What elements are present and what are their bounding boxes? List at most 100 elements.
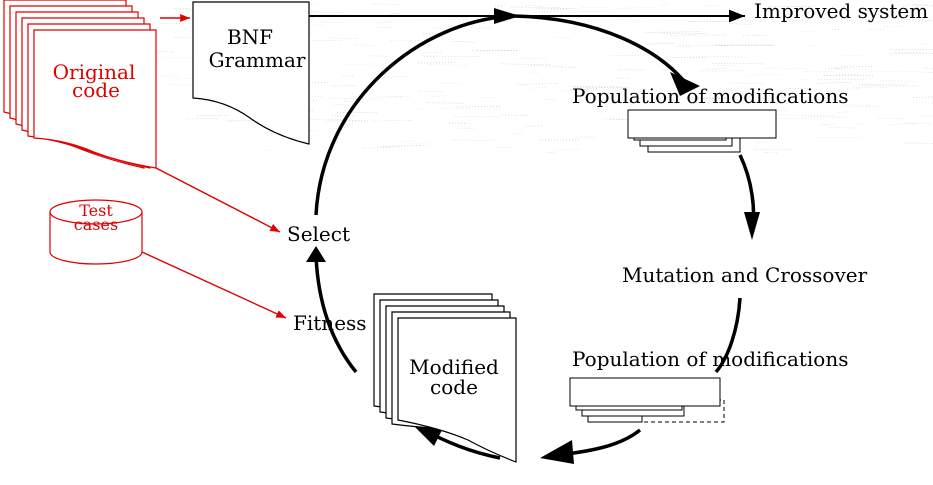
population-top-label: Population of modifications	[572, 84, 849, 108]
streak	[763, 68, 807, 70]
streak	[876, 8, 927, 11]
streak	[858, 83, 909, 85]
streak	[510, 6, 562, 9]
mutation-crossover-label: Mutation and Crossover	[622, 263, 868, 287]
modified-code-label-line2: code	[430, 375, 478, 399]
streak	[378, 21, 393, 23]
streak	[517, 83, 560, 85]
population-bottom-label: Population of modifications	[572, 347, 849, 371]
cycle-arrowheads	[306, 72, 760, 464]
streak	[928, 5, 933, 7]
streak	[831, 28, 841, 31]
streak	[674, 45, 691, 48]
streak	[516, 57, 546, 60]
streak	[361, 91, 370, 93]
streak	[571, 10, 603, 13]
streak	[558, 148, 581, 151]
test-cases-cylinder	[49, 199, 143, 265]
streak	[706, 98, 727, 100]
streak	[692, 56, 745, 58]
select-label: Select	[287, 222, 350, 246]
streak	[785, 87, 809, 90]
streak	[885, 16, 912, 18]
streak	[746, 74, 781, 76]
streak	[186, 118, 219, 120]
streak	[917, 43, 929, 45]
streak	[903, 123, 933, 125]
streak	[701, 5, 722, 7]
streak	[451, 139, 494, 141]
streak	[660, 4, 670, 6]
streak	[526, 5, 543, 7]
streak	[329, 127, 346, 129]
streak	[706, 68, 728, 70]
streak	[409, 143, 437, 145]
streak	[839, 105, 884, 108]
streak	[540, 98, 557, 100]
streak	[424, 56, 437, 58]
streak	[811, 116, 849, 118]
streak	[561, 66, 577, 69]
population-top-stack	[627, 109, 777, 153]
streak	[415, 108, 425, 110]
streak	[786, 19, 810, 21]
original-to-select-arrow	[155, 167, 281, 233]
streak	[780, 114, 836, 117]
streak	[679, 44, 728, 46]
streak	[887, 123, 917, 125]
streak	[835, 67, 847, 69]
streak	[448, 122, 471, 125]
streak	[425, 51, 442, 54]
streak	[741, 101, 757, 103]
streak	[446, 16, 481, 18]
streak	[502, 114, 528, 116]
streak	[382, 145, 421, 147]
streak	[879, 80, 918, 82]
streak	[329, 97, 382, 100]
streak	[452, 41, 477, 43]
modified-code-label-line1: Modified	[409, 355, 499, 379]
original-code-label-line2: code	[72, 78, 120, 102]
streak	[551, 8, 579, 10]
streak	[610, 54, 650, 57]
streak	[418, 90, 444, 92]
streak	[532, 87, 547, 89]
streak	[616, 19, 628, 21]
streak	[556, 37, 570, 39]
streak	[166, 84, 216, 86]
streak	[847, 88, 860, 90]
streak	[729, 23, 752, 25]
streak	[618, 7, 658, 9]
streak	[852, 86, 887, 88]
streak	[424, 55, 482, 57]
bnf-grammar-page	[192, 1, 310, 145]
streak	[645, 31, 702, 33]
streak	[820, 123, 834, 126]
streak	[263, 149, 276, 151]
streak	[353, 44, 376, 46]
streak	[321, 21, 344, 24]
streak	[384, 76, 408, 78]
streak	[371, 120, 413, 122]
test-cases-label-line2: cases	[74, 215, 118, 234]
streak	[428, 64, 470, 66]
streak	[668, 20, 725, 22]
streak	[830, 127, 858, 129]
streak	[755, 141, 768, 143]
streak	[331, 114, 355, 117]
streak	[371, 3, 402, 5]
original-code-label-line1: Original	[53, 60, 136, 84]
streak	[325, 120, 369, 122]
streak	[306, 81, 330, 84]
test-cases-label-line1: Test	[79, 201, 113, 220]
streak	[531, 65, 563, 67]
streak	[399, 140, 418, 142]
streak	[525, 125, 544, 127]
streak	[500, 63, 550, 65]
streak	[800, 30, 818, 33]
streak	[842, 54, 864, 56]
streak	[883, 25, 907, 27]
bnf-label-line2: Grammar	[209, 48, 306, 72]
streak	[607, 102, 641, 104]
